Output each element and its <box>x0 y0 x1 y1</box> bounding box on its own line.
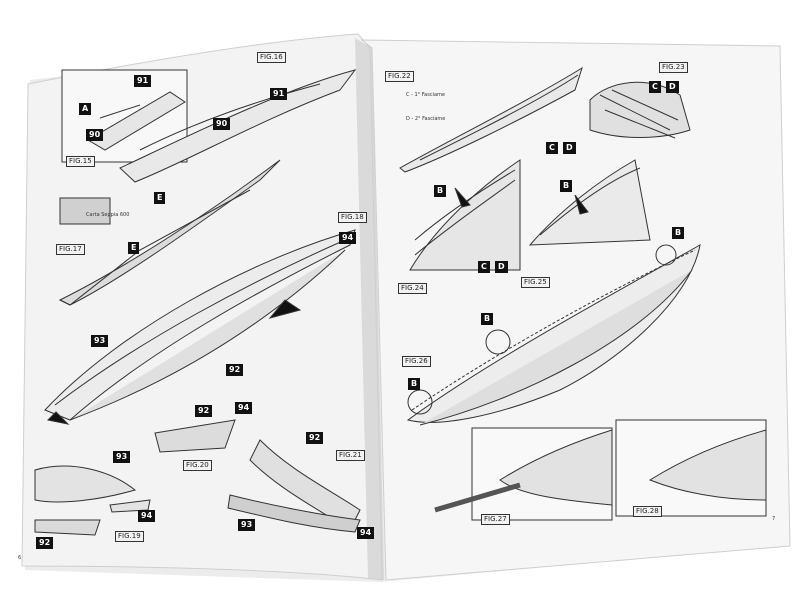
part-tag-e: E <box>128 242 140 254</box>
part-tag-c: C <box>478 261 490 273</box>
fig-28-label: FIG.28 <box>633 506 662 517</box>
part-tag-c: C <box>546 142 558 154</box>
part-tag-b: B <box>434 185 447 197</box>
fig-26-label: FIG.26 <box>402 356 431 367</box>
part-tag-b: B <box>481 313 494 325</box>
part-tag-b: B <box>672 227 685 239</box>
page-number-right: 7 <box>772 516 776 522</box>
fig-18-label: FIG.18 <box>338 212 367 223</box>
legend-c: C - 1° Fasciame <box>406 92 445 98</box>
part-tag-d: D <box>666 81 679 93</box>
part-tag-e: E <box>154 192 166 204</box>
fig-22-label: FIG.22 <box>385 71 414 82</box>
part-tag-92: 92 <box>306 432 324 444</box>
fig-17-label: FIG.17 <box>56 244 85 255</box>
part-tag-90: 90 <box>213 118 231 130</box>
fig-19-label: FIG.19 <box>115 531 144 542</box>
part-tag-92: 92 <box>195 405 213 417</box>
part-tag-92: 92 <box>226 364 244 376</box>
part-tag-93: 93 <box>91 335 109 347</box>
part-tag-b: B <box>408 378 421 390</box>
fig-25-label: FIG.25 <box>521 277 550 288</box>
part-tag-d: D <box>563 142 576 154</box>
page-number-left: 6 <box>18 555 22 561</box>
part-tag-90: 90 <box>86 129 104 141</box>
sheet-label: Carta Seppia 600 <box>86 212 130 218</box>
fig-20-label: FIG.20 <box>183 460 212 471</box>
fig-24-label: FIG.24 <box>398 283 427 294</box>
part-tag-93: 93 <box>113 451 131 463</box>
part-tag-b: B <box>560 180 573 192</box>
part-tag-d: D <box>495 261 508 273</box>
part-tag-91: 91 <box>270 88 288 100</box>
part-tag-91: 91 <box>134 75 152 87</box>
part-tag-94: 94 <box>138 510 156 522</box>
legend-d: D - 2° Fasciame <box>406 116 446 122</box>
part-tag-94: 94 <box>357 527 375 539</box>
part-tag-92: 92 <box>36 537 54 549</box>
part-tag-a: A <box>79 103 92 115</box>
part-tag-c: C <box>649 81 661 93</box>
fig-23-label: FIG.23 <box>659 62 688 73</box>
fig-21-label: FIG.21 <box>336 450 365 461</box>
part-tag-93: 93 <box>238 519 256 531</box>
fig-16-label: FIG.16 <box>257 52 286 63</box>
fig-27-label: FIG.27 <box>481 514 510 525</box>
part-tag-94: 94 <box>339 232 357 244</box>
part-tag-94: 94 <box>235 402 253 414</box>
fig-15-label: FIG.15 <box>66 156 95 167</box>
